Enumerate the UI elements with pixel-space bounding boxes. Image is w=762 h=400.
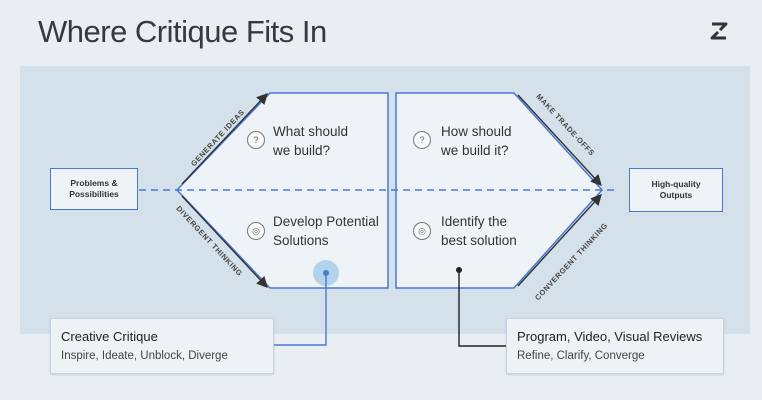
question-icon: ?: [247, 131, 265, 149]
tradeoffs-arrow: [517, 94, 602, 187]
creative-critique-title: Creative Critique: [61, 329, 158, 344]
question-icon: ?: [413, 131, 431, 149]
program-connector: [458, 270, 506, 347]
page-title: Where Critique Fits In: [38, 14, 327, 49]
creative-critique-subtitle: Inspire, Ideate, Unblock, Diverge: [61, 350, 228, 362]
divergent-arrow: [181, 195, 268, 289]
convergent-arrow: [517, 193, 602, 287]
logo-icon: [710, 22, 728, 40]
creative-connector: [273, 276, 327, 346]
target-icon: ◎: [413, 222, 431, 240]
target-icon: ◎: [247, 222, 265, 240]
generate-arrow: [181, 92, 268, 185]
creative-critique-card: Creative Critique Inspire, Ideate, Unblo…: [50, 318, 274, 374]
program-reviews-title: Program, Video, Visual Reviews: [517, 329, 703, 344]
program-reviews-subtitle: Refine, Clarify, Converge: [517, 350, 645, 362]
problems-box: Problems &Possibilities: [50, 168, 138, 210]
program-reviews-card: Program, Video, Visual Reviews Refine, C…: [506, 318, 724, 374]
